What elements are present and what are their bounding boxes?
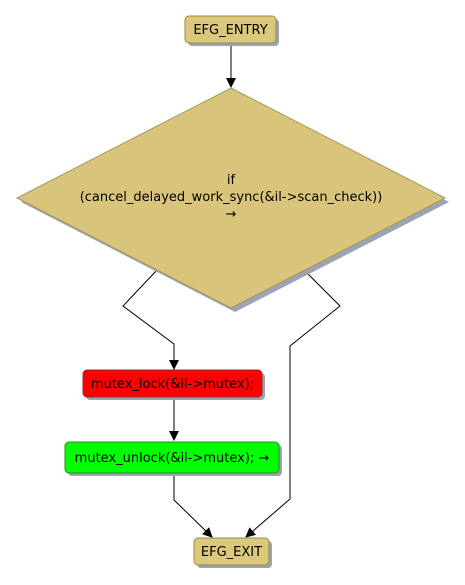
- decision-condition-expression: (cancel_delayed_work_sync(&il->scan_chec…: [80, 190, 383, 205]
- decision-node: if (cancel_delayed_work_sync(&il->scan_c…: [15, 87, 449, 312]
- unlock-node-box: [64, 441, 280, 474]
- edge-decision-to-exit: [245, 268, 341, 538]
- exit-node: EFG_EXIT: [193, 537, 272, 568]
- lock-node-label: mutex_lock(&il->mutex);: [91, 377, 254, 392]
- edges: [122, 45, 341, 538]
- entry-node: EFG_ENTRY: [184, 15, 279, 46]
- unlock-node-label: mutex_unlock(&il->mutex); →: [75, 451, 270, 466]
- edge-decision-to-lock: [122, 268, 179, 370]
- exit-node-box: [193, 537, 270, 566]
- edge-unlock-to-exit: [173, 474, 213, 538]
- decision-condition-keyword: if: [227, 173, 236, 188]
- decision-condition-arrow: →: [226, 207, 237, 222]
- lock-node-box: [82, 369, 263, 398]
- exit-node-label: EFG_EXIT: [201, 545, 262, 560]
- entry-node-box: [184, 15, 277, 44]
- decision-node-diamond: [15, 87, 447, 309]
- entry-node-label: EFG_ENTRY: [193, 23, 267, 38]
- lock-node: mutex_lock(&il->mutex);: [82, 369, 265, 400]
- unlock-node: mutex_unlock(&il->mutex); →: [64, 441, 282, 476]
